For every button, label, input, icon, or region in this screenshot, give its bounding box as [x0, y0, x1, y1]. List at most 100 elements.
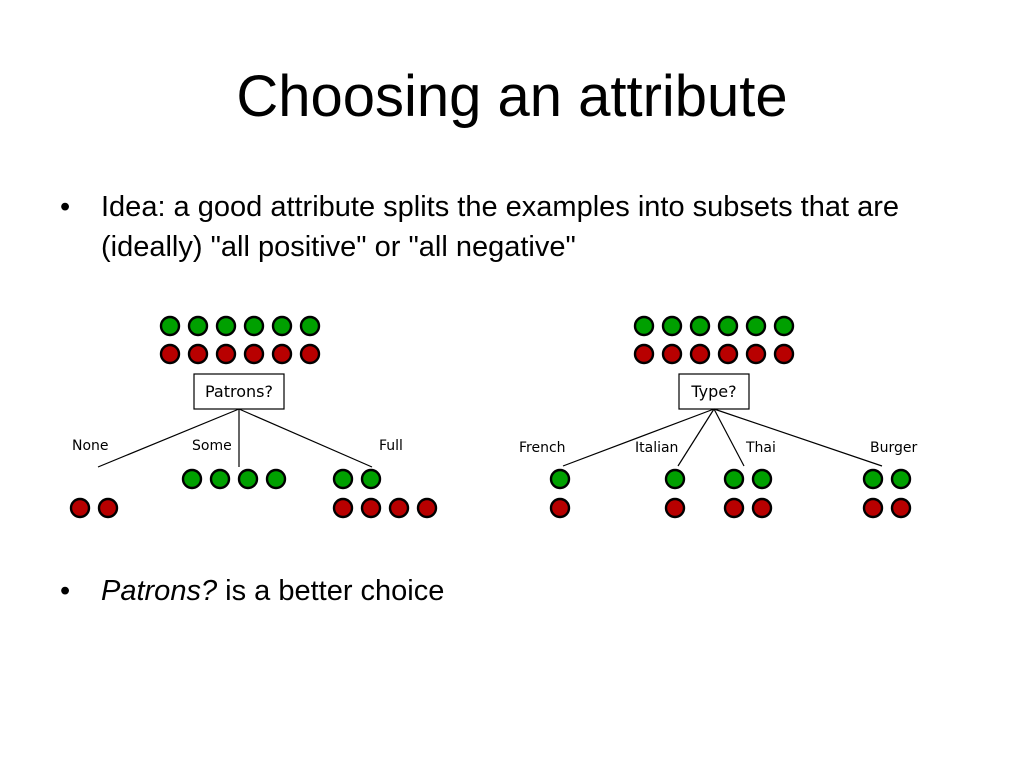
negative-example-dot — [549, 497, 571, 519]
positive-example-dot — [159, 315, 181, 337]
positive-row — [159, 315, 321, 337]
branch-label: Some — [192, 438, 232, 454]
branch-line — [677, 408, 715, 467]
positive-example-dot — [271, 315, 293, 337]
branch-label: None — [72, 438, 109, 454]
root-examples — [159, 315, 321, 365]
positive-row — [633, 315, 795, 337]
negative-example-dot — [360, 497, 382, 519]
negative-example-dot — [159, 343, 181, 365]
positive-row — [862, 468, 912, 490]
positive-example-dot — [723, 468, 745, 490]
slide-title: Choosing an attribute — [236, 64, 788, 129]
leaf-burger — [862, 468, 912, 519]
bullet-idea-text: Idea: a good attribute splits the exampl… — [101, 191, 899, 263]
positive-example-dot — [745, 315, 767, 337]
attribute-label: Patrons? — [205, 382, 273, 401]
branch-line — [97, 408, 240, 468]
positive-row — [723, 468, 773, 490]
negative-row — [159, 343, 321, 365]
positive-example-dot — [633, 315, 655, 337]
leaf-none — [69, 497, 119, 519]
negative-example-dot — [69, 497, 91, 519]
negative-example-dot — [689, 343, 711, 365]
positive-example-dot — [237, 468, 259, 490]
bullet-marker: • — [60, 575, 71, 607]
negative-example-dot — [97, 497, 119, 519]
negative-example-dot — [661, 343, 683, 365]
negative-example-dot — [633, 343, 655, 365]
leaf-some — [181, 468, 287, 490]
positive-example-dot — [181, 468, 203, 490]
positive-row — [181, 468, 287, 490]
root-examples — [633, 315, 795, 365]
tree-patrons: Patrons? None Some Full — [69, 315, 438, 519]
negative-example-dot — [416, 497, 438, 519]
negative-example-dot — [271, 343, 293, 365]
negative-example-dot — [745, 343, 767, 365]
branch-line — [238, 408, 373, 468]
positive-example-dot — [215, 315, 237, 337]
positive-example-dot — [360, 468, 382, 490]
negative-row — [332, 497, 438, 519]
branch-line — [713, 408, 883, 467]
branch-label: French — [519, 440, 566, 456]
negative-example-dot — [751, 497, 773, 519]
negative-example-dot — [773, 343, 795, 365]
branch-label: Thai — [745, 440, 776, 456]
branch-line — [562, 408, 715, 467]
conclusion-rest: is a better choice — [217, 575, 445, 607]
positive-example-dot — [243, 315, 265, 337]
negative-row — [69, 497, 119, 519]
positive-row — [664, 468, 686, 490]
bullet-conclusion-text: Patrons? is a better choice — [101, 571, 961, 611]
decision-tree-diagrams: Patrons? None Some Full — [69, 315, 917, 519]
negative-example-dot — [723, 497, 745, 519]
attribute-box — [678, 373, 750, 410]
leaf-thai — [723, 468, 773, 519]
negative-example-dot — [243, 343, 265, 365]
leaf-french — [549, 468, 571, 519]
negative-example-dot — [862, 497, 884, 519]
positive-example-dot — [664, 468, 686, 490]
positive-example-dot — [187, 315, 209, 337]
leaf-full — [332, 468, 438, 519]
positive-example-dot — [265, 468, 287, 490]
branch-label: Full — [379, 438, 403, 454]
negative-example-dot — [332, 497, 354, 519]
negative-example-dot — [890, 497, 912, 519]
negative-row — [723, 497, 773, 519]
tree-type: Type? French Italian Thai Burger — [519, 315, 917, 519]
negative-example-dot — [388, 497, 410, 519]
positive-row — [332, 468, 382, 490]
positive-example-dot — [689, 315, 711, 337]
positive-example-dot — [773, 315, 795, 337]
negative-example-dot — [664, 497, 686, 519]
negative-row — [862, 497, 912, 519]
negative-example-dot — [187, 343, 209, 365]
attribute-label: Type? — [690, 382, 736, 401]
branch-line — [713, 408, 745, 467]
negative-example-dot — [299, 343, 321, 365]
branch-label: Italian — [635, 440, 678, 456]
attribute-box — [193, 373, 285, 410]
positive-example-dot — [661, 315, 683, 337]
positive-example-dot — [751, 468, 773, 490]
negative-example-dot — [717, 343, 739, 365]
attribute-emphasis: Patrons? — [101, 575, 218, 607]
leaf-italian — [664, 468, 686, 519]
branch-label: Burger — [870, 440, 917, 456]
negative-row — [633, 343, 795, 365]
positive-example-dot — [717, 315, 739, 337]
negative-row — [549, 497, 571, 519]
positive-example-dot — [862, 468, 884, 490]
positive-example-dot — [890, 468, 912, 490]
positive-example-dot — [549, 468, 571, 490]
bullet-marker: • — [60, 191, 71, 223]
positive-example-dot — [209, 468, 231, 490]
negative-example-dot — [215, 343, 237, 365]
negative-row — [664, 497, 686, 519]
positive-row — [549, 468, 571, 490]
positive-example-dot — [299, 315, 321, 337]
